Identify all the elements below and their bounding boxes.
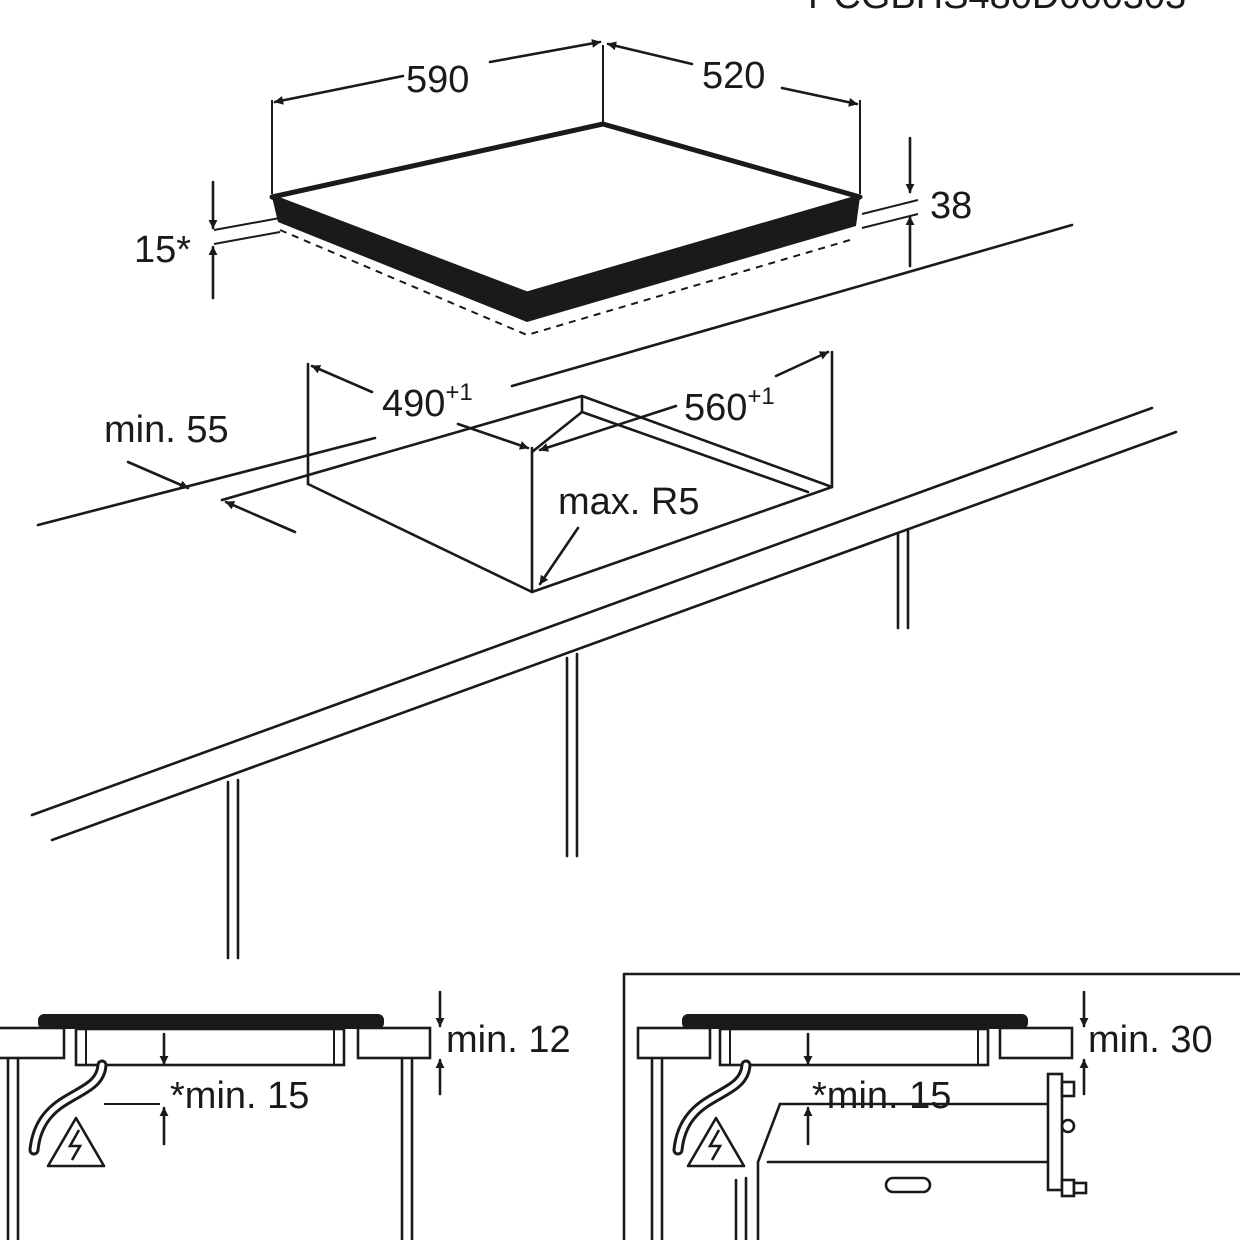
front-distance-label: min. 55 bbox=[104, 409, 229, 451]
detail-right: min. 30 *min. 15 bbox=[622, 972, 1240, 1240]
hob-depth-label: 520 bbox=[702, 55, 765, 97]
dimension-hob-height: 38 bbox=[905, 136, 972, 268]
cutout-depth-label: 560+1 bbox=[684, 383, 775, 429]
right-top-clearance-label: min. 30 bbox=[1088, 1019, 1213, 1061]
dimension-front-distance: min. 55 bbox=[104, 409, 297, 534]
document-code: PCGBHS480D000303 bbox=[808, 0, 1186, 17]
corner-radius-label: max. R5 bbox=[558, 481, 699, 523]
worktop-drawing bbox=[30, 223, 1178, 960]
hob-height-label: 38 bbox=[930, 185, 972, 227]
dimension-cutout-width: 490+1 bbox=[310, 364, 530, 450]
dimension-corner-radius: max. R5 bbox=[538, 481, 699, 586]
hob-drawing bbox=[213, 45, 919, 337]
hob-clearance-label: 15* bbox=[134, 229, 191, 271]
hob-width-label: 590 bbox=[406, 59, 469, 101]
detail-left: min. 12 *min. 15 bbox=[0, 990, 571, 1240]
right-below-clearance-label: *min. 15 bbox=[812, 1075, 951, 1117]
left-top-clearance-label: min. 12 bbox=[446, 1019, 571, 1061]
cutout-width-label: 490+1 bbox=[382, 379, 473, 425]
dimension-hob-clearance: 15* bbox=[134, 180, 218, 300]
dimension-cutout-depth: 560+1 bbox=[538, 350, 830, 452]
left-below-clearance-label: *min. 15 bbox=[170, 1075, 309, 1117]
dimension-hob-depth: 520 bbox=[606, 41, 859, 107]
dimension-hob-width: 590 bbox=[273, 39, 602, 105]
